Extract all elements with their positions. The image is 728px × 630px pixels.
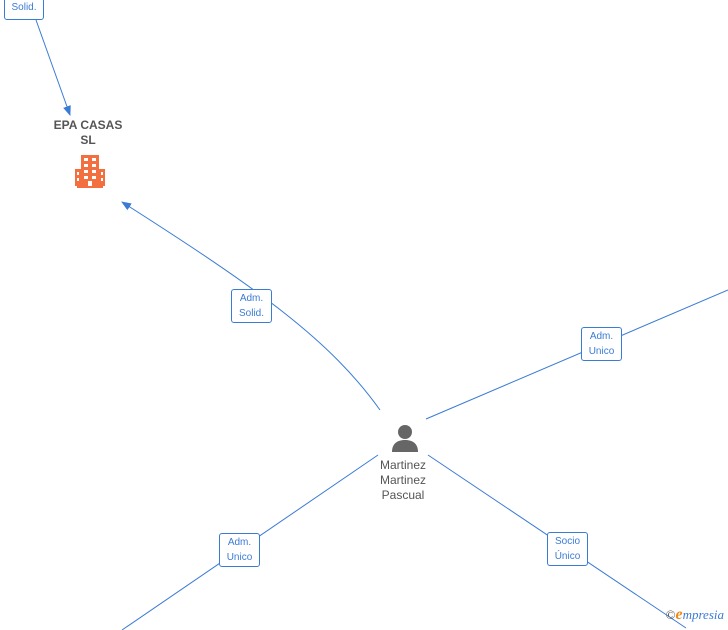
edge-label-adm-solid[interactable]: Adm. Solid. xyxy=(231,289,272,323)
company-node-name[interactable]: EPA CASAS SL xyxy=(38,118,138,148)
empresia-logo-initial: e xyxy=(675,606,683,623)
person-name-line2: Martinez xyxy=(379,473,426,487)
edge-label-line2: Unico xyxy=(226,552,253,563)
edge-label-top-text: Solid. xyxy=(11,2,37,13)
empresia-logo-text: mpresia xyxy=(682,607,724,622)
edge-label-line1: Adm. xyxy=(589,331,614,342)
person-icon[interactable] xyxy=(390,423,420,453)
edge-person-right xyxy=(425,289,728,420)
company-name-line1: EPA CASAS xyxy=(53,118,123,132)
edge-label-line1: Socio xyxy=(554,536,580,547)
person-node-name[interactable]: Martinez Martinez Pascual xyxy=(353,458,453,503)
edge-label-line1: Adm. xyxy=(227,537,252,548)
edge-label-line2: Solid. xyxy=(238,308,264,319)
edge-label-line2: Único xyxy=(554,551,581,562)
edge-person-to-company xyxy=(121,201,381,411)
edge-label-line1: Adm. xyxy=(239,293,264,304)
building-icon[interactable] xyxy=(75,153,105,189)
edge-label-line2: Unico xyxy=(588,346,615,357)
person-name-line1: Martinez xyxy=(379,458,426,472)
company-name-line2: SL xyxy=(80,133,96,147)
edge-label-adm-unico-right[interactable]: Adm. Unico xyxy=(581,327,622,361)
edge-top-to-company xyxy=(35,19,71,116)
empresia-watermark: ©empresia xyxy=(666,606,724,624)
edge-label-adm-unico-left[interactable]: Adm. Unico xyxy=(219,533,260,567)
edge-label-top[interactable]: Solid. xyxy=(4,0,44,20)
edge-label-socio-unico[interactable]: Socio Único xyxy=(547,532,588,566)
copyright-symbol: © xyxy=(665,607,676,622)
person-name-line3: Pascual xyxy=(381,488,425,502)
